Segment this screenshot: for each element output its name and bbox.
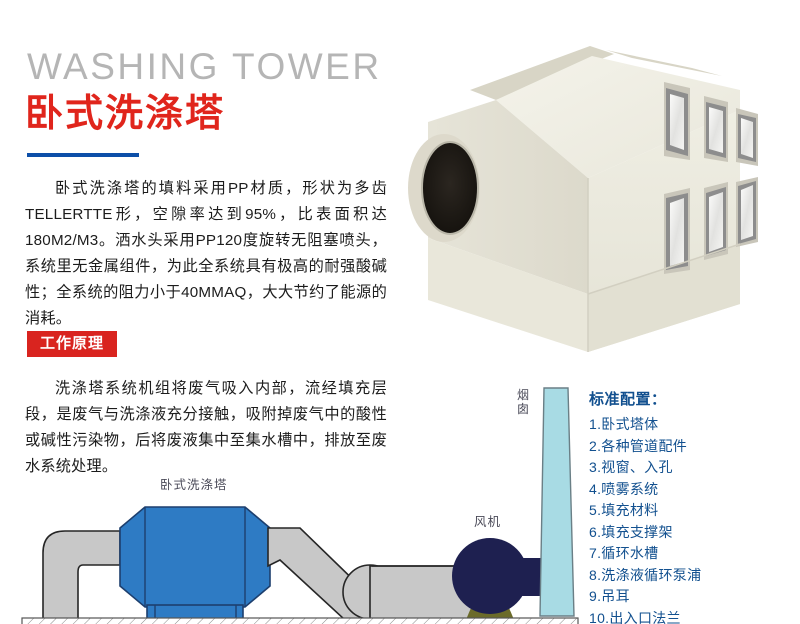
product-seam-base bbox=[587, 243, 741, 295]
list-item: 6.填充支撑架 bbox=[589, 523, 673, 540]
intro-paragraph: 卧式洗涤塔的填料采用PP材质，形状为多齿TELLERTTE形，空隙率达到95%，… bbox=[25, 180, 387, 327]
list-item: 4.喷雾系统 bbox=[589, 480, 659, 497]
system-schematic bbox=[0, 380, 580, 624]
window-glass-5 bbox=[709, 192, 723, 252]
window-glass-1 bbox=[670, 94, 684, 150]
english-title: WASHING TOWER bbox=[27, 46, 382, 87]
product-base-front bbox=[588, 244, 740, 352]
diagram-label-stack: 烟囱 bbox=[517, 388, 531, 416]
washing-tower-product-illustration bbox=[408, 46, 758, 352]
inspection-window-group-lower bbox=[664, 177, 758, 274]
exhaust-stack bbox=[539, 387, 575, 617]
product-base-left bbox=[428, 238, 588, 352]
standard-config-block: 标准配置： 1.卧式塔体 2.各种管道配件 3.视窗、入孔 4.喷雾系统 5.填… bbox=[589, 390, 794, 624]
fan-housing bbox=[452, 538, 528, 614]
product-inlet-rim bbox=[421, 141, 479, 235]
window-glass-3 bbox=[741, 118, 753, 158]
window-glass-2 bbox=[709, 107, 723, 153]
schematic-svg bbox=[21, 387, 579, 624]
list-item: 2.各种管道配件 bbox=[589, 437, 688, 454]
title-divider bbox=[27, 153, 139, 157]
inlet-duct bbox=[42, 530, 121, 621]
list-item: 5.填充材料 bbox=[589, 502, 659, 518]
diagram-label-tower: 卧式洗涤塔 bbox=[160, 478, 228, 492]
list-item: 1.卧式塔体 bbox=[589, 416, 659, 432]
working-principle-badge: 工作原理 bbox=[27, 331, 118, 357]
product-photo bbox=[392, 38, 800, 370]
list-item: 3.视窗、入孔 bbox=[589, 459, 673, 475]
list-item: 9.吊耳 bbox=[589, 588, 630, 604]
principle-paragraph: 洗涤塔系统机组将废气吸入内部，流经填充层段，是废气与洗涤液充分接触，吸附掉废气中… bbox=[25, 380, 387, 475]
product-roof-ledge-2 bbox=[606, 50, 722, 76]
scrubber-tower-body bbox=[119, 506, 271, 608]
window-glass-6 bbox=[741, 185, 753, 240]
product-roof-ledge bbox=[470, 46, 614, 100]
list-item: 7.循环水槽 bbox=[589, 545, 659, 561]
list-item: 10.出入口法兰 bbox=[589, 609, 681, 624]
product-inlet-opening bbox=[422, 142, 478, 234]
window-glass-4 bbox=[670, 198, 684, 266]
config-heading: 标准配置： bbox=[589, 391, 667, 408]
config-list: 1.卧式塔体 2.各种管道配件 3.视窗、入孔 4.喷雾系统 5.填充材料 6.… bbox=[589, 414, 794, 624]
page-title: 卧式洗涤塔 bbox=[25, 93, 226, 135]
ground-line bbox=[21, 617, 579, 624]
list-item: 8.洗涤液循环泵浦 bbox=[589, 566, 702, 583]
inspection-window-group-upper bbox=[664, 82, 758, 166]
diagram-label-fan: 风机 bbox=[474, 515, 502, 529]
